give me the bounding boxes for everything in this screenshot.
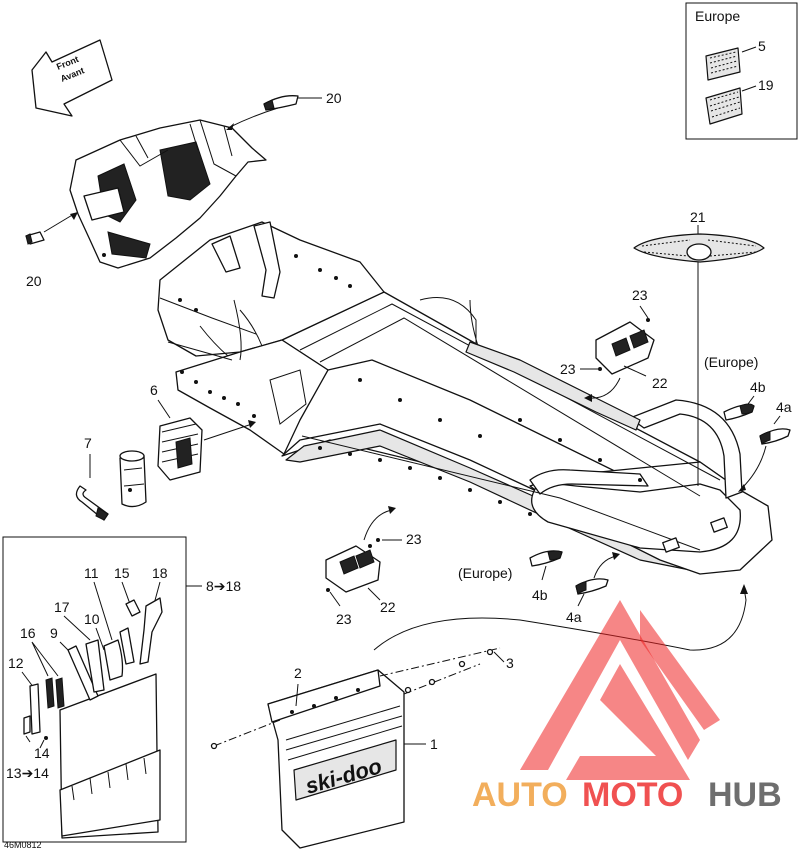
label-23-bottom-a: 23 [406,531,422,547]
automotohub-watermark: AUTO MOTO HUB [472,600,782,814]
rivets-part-3 [210,648,494,750]
battery-box-part-6 [157,417,203,481]
label-20-top: 20 [326,90,342,106]
label-12: 12 [8,655,24,671]
label-22-top: 22 [652,375,668,391]
europe-inset: Europe 5 19 [685,2,798,140]
label-europe-top: (Europe) [704,354,758,370]
label-15: 15 [114,565,130,581]
decal-part-20-left [25,231,45,245]
label-21: 21 [690,209,706,225]
wrench-tool-11 [119,627,135,665]
wrench-tool-18 [139,597,163,665]
label-23-top-a: 23 [632,287,648,303]
label-4b-bottom: 4b [532,587,548,603]
strap-part-7 [75,485,109,521]
label-1: 1 [430,736,438,752]
tool-kit-inset: 8➔18 11 15 18 17 10 16 9 12 14 13➔14 [2,536,241,843]
reflector-part-19 [705,87,743,125]
bracket-part-22-top [595,321,655,375]
bracket-part-22-bottom [325,545,381,593]
front-direction-arrow: Front Avant [31,39,113,117]
label-4a-top: 4a [776,399,792,415]
label-4b-top: 4b [750,379,766,395]
tool-container-part [119,450,147,508]
snow-flap-part-1: ski-doo [267,669,405,849]
figure-id: 46M0812 [4,840,42,850]
label-19: 19 [758,77,774,93]
label-23-top-b: 23 [560,361,576,377]
emblem-part-21 [633,233,765,263]
label-5: 5 [758,38,766,54]
label-8-18: 8➔18 [206,578,241,594]
label-14: 14 [34,745,50,761]
label-18: 18 [152,565,168,581]
label-22-bottom: 22 [380,599,396,615]
label-20-left: 20 [26,273,42,289]
label-16: 16 [20,625,36,641]
frame-rivets [178,254,642,516]
reflector-4a-top [759,428,791,445]
watermark-moto: MOTO [582,776,683,814]
reflector-4a-bottom [575,578,609,595]
front-cowl [69,119,267,269]
chassis-frame [157,221,773,575]
reflector-4b-bottom [529,550,563,567]
reflector-part-5 [705,47,741,81]
label-europe-bottom: (Europe) [458,565,512,581]
label-11: 11 [84,565,99,581]
watermark-hub: HUB [708,776,782,814]
watermark-auto: AUTO [472,776,568,814]
label-2: 2 [294,665,302,681]
label-17: 17 [54,599,70,615]
label-4a-bottom: 4a [566,609,582,625]
screwdriver-tool-12 [29,683,41,735]
clip-tool-15 [125,599,141,617]
label-6: 6 [150,382,158,398]
label-23-bottom-b: 23 [336,611,352,627]
label-3: 3 [506,655,514,671]
europe-inset-title: Europe [695,8,740,24]
label-9: 9 [50,625,58,641]
label-7: 7 [84,435,92,451]
reflector-4b-top [723,403,755,421]
decal-part-20-top [263,95,299,111]
fuse-tool-13 [23,715,31,735]
socket-tool-10 [103,639,124,681]
spark-plug-wrench-tool-9 [67,645,99,701]
label-13-14: 13➔14 [6,765,49,781]
label-10: 10 [84,611,100,627]
